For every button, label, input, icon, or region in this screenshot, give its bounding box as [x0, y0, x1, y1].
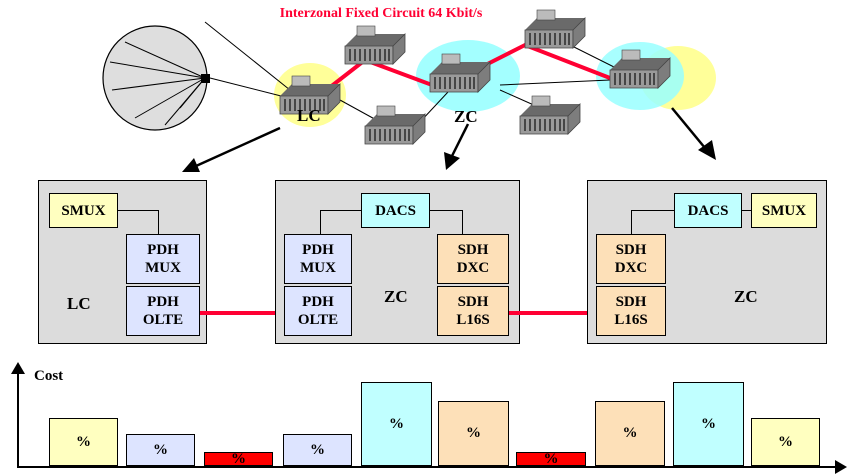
cost-bar-transmission: %: [516, 451, 586, 467]
cost-bar-dacs: %: [673, 382, 744, 466]
cost-bar-sdh-l16s: %: [595, 401, 665, 466]
site-label-zc: ZC: [384, 287, 408, 306]
exchange-building: [519, 95, 581, 135]
cost-bar-sdh-dxc: %: [438, 401, 509, 466]
node-label-zc: ZC: [454, 107, 478, 126]
network-topology: [102, 9, 716, 172]
exchange-building: [364, 105, 426, 145]
node-label-lc: LC: [297, 106, 321, 125]
x-axis-arrow-icon: [835, 460, 847, 474]
arrow-head: [698, 140, 716, 160]
transmission-link: [509, 311, 596, 315]
network-links: [204, 21, 621, 123]
cost-bar-smux: %: [49, 418, 118, 466]
cost-bar-smux: %: [751, 418, 820, 466]
connector: [320, 210, 361, 211]
smux-box: SMUX: [751, 193, 817, 228]
network-title: Interzonal Fixed Circuit 64 Kbit/s: [279, 6, 483, 21]
connector: [631, 210, 632, 234]
arrow-head: [444, 152, 460, 170]
smux-box: SMUX: [49, 193, 118, 228]
dacs-box: DACS: [361, 193, 430, 228]
connector: [118, 210, 158, 211]
arrow-head: [182, 158, 200, 172]
dacs-box: DACS: [674, 193, 742, 228]
subscriber-node: [201, 74, 210, 83]
connector: [158, 210, 159, 234]
subscriber-area: [102, 25, 208, 131]
cost-axis-label: Cost: [34, 368, 64, 384]
site-label-zc: ZC: [734, 287, 758, 306]
zoom-arrows: [195, 107, 706, 168]
cost-axis-y: [17, 368, 19, 467]
cost-axis-x: [17, 466, 837, 468]
connector: [430, 210, 462, 211]
cost-bar-dacs: %: [361, 382, 432, 466]
exchange-building: [344, 25, 406, 65]
cost-bar-pdh-mux: %: [126, 434, 195, 466]
transmission-link: [200, 311, 284, 315]
connector: [742, 210, 751, 211]
exchange-building: [524, 9, 586, 49]
connector: [462, 210, 463, 234]
cost-bar-transmission: %: [204, 451, 273, 467]
connector: [631, 210, 674, 211]
subscriber-lines: [109, 41, 206, 126]
cost-bar-pdh-olte: %: [283, 434, 352, 466]
site-label-lc: LC: [67, 294, 91, 313]
y-axis-arrow-icon: [11, 362, 25, 374]
connector: [320, 210, 321, 234]
